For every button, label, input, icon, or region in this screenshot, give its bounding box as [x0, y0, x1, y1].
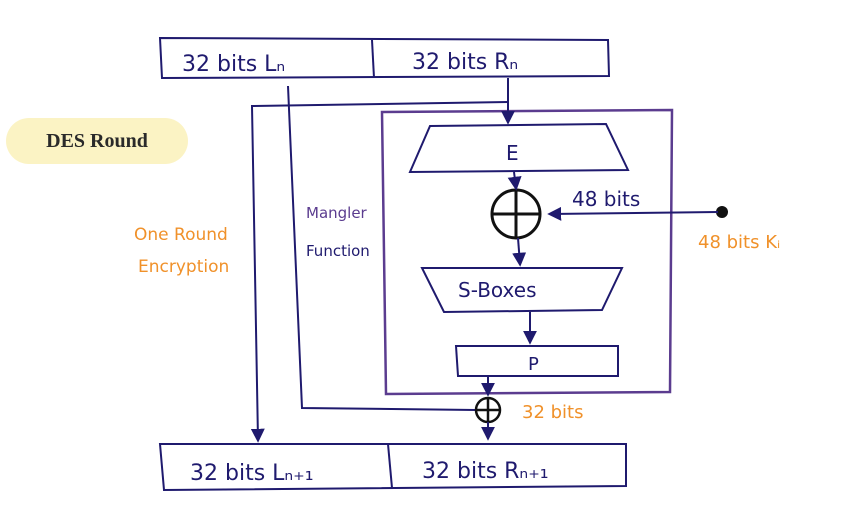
bottom-block: 32 bits Lₙ₊₁ 32 bits Rₙ₊₁	[158, 443, 627, 492]
permutation-label: P	[528, 354, 539, 375]
mangler-label: Mangler Function	[306, 204, 370, 260]
key-input-label: 48 bits Kᵢ	[698, 232, 780, 253]
arrow-e-to-xor	[507, 171, 522, 191]
sboxes-block: S-Boxes	[420, 267, 624, 314]
one-round-line2: Encryption	[138, 257, 229, 277]
bottom-left-label: 32 bits Lₙ₊₁	[190, 461, 314, 486]
key-xor-label: 48 bits	[572, 187, 640, 211]
expansion-label: E	[506, 141, 519, 165]
key-input	[547, 206, 728, 221]
arrow-r-to-l-next	[250, 101, 509, 443]
one-round-label: One Round Encryption	[134, 225, 229, 277]
arrow-l-to-output-xor	[287, 85, 477, 411]
top-block: 32 bits Lₙ 32 bits Rₙ	[158, 36, 611, 80]
mangler-label-line1: Mangler	[306, 204, 368, 222]
bottom-right-label: 32 bits Rₙ₊₁	[422, 459, 549, 484]
expansion-block: E	[408, 122, 630, 174]
title-badge: DES Round	[6, 118, 188, 164]
sboxes-label: S-Boxes	[458, 278, 537, 302]
output-xor-label: 32 bits	[522, 402, 584, 423]
top-right-label: 32 bits Rₙ	[412, 50, 518, 75]
output-xor	[474, 396, 502, 424]
key-xor	[490, 188, 542, 240]
one-round-line1: One Round	[134, 225, 228, 245]
mangler-label-line2: Function	[306, 242, 370, 260]
mangler-frame	[380, 108, 674, 396]
arrow-xor-to-sboxes	[512, 237, 527, 267]
permutation-block: P	[454, 345, 619, 377]
top-left-label: 32 bits Lₙ	[182, 52, 285, 77]
